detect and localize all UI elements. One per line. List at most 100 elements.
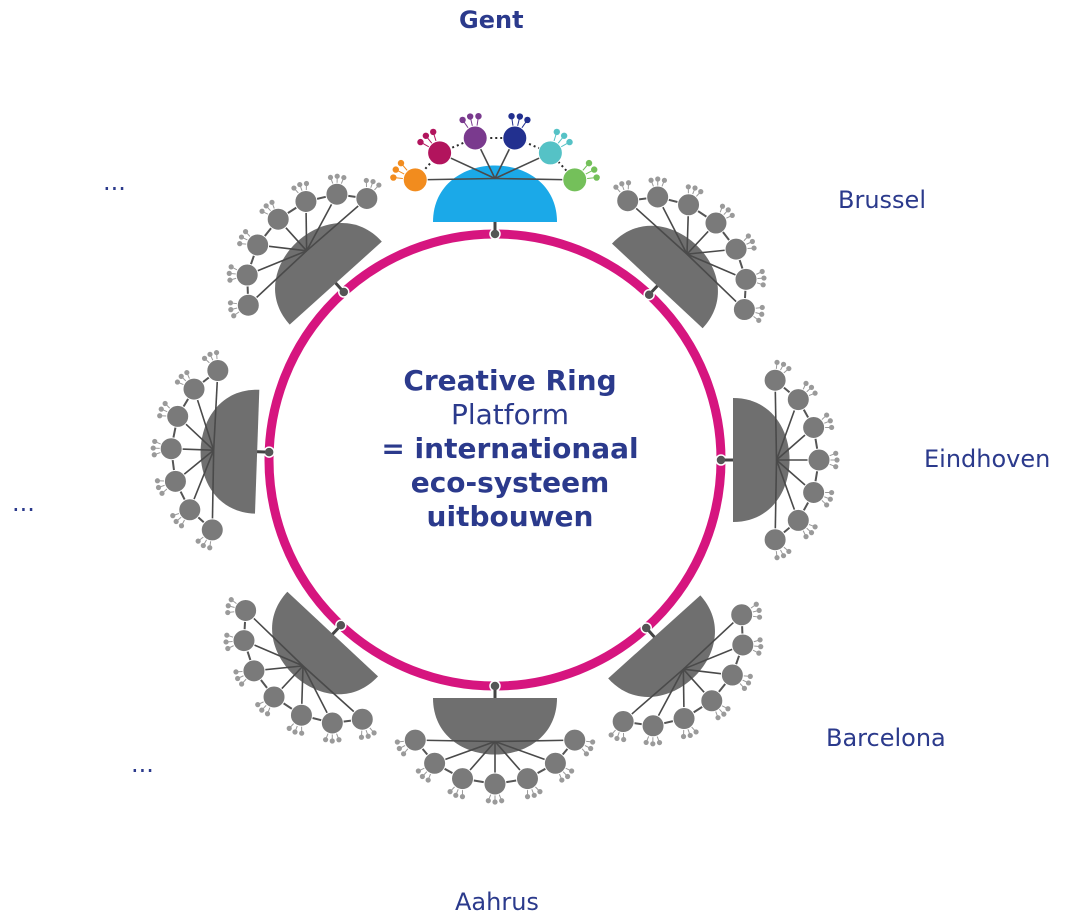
center-line-4: eco-systeem [410,466,610,499]
cluster-node-gent-1 [427,140,453,166]
leaf-dot-eindhoven-1-2 [812,390,818,396]
leaf-dot-eindhoven-3-1 [834,457,840,463]
leaf-dot-left-2-1 [155,484,162,491]
leaf-dot-aahrus-4-0 [459,794,466,800]
cluster-node-barcelona-0 [730,603,754,627]
leaf-dot-brussel-1-0 [648,177,654,183]
cluster-body-gent [433,165,557,222]
leaf-dot-gent-5-2 [593,174,600,181]
ellipsis-label-top-left: ... [103,168,126,196]
cluster-node-aahrus-2 [515,767,539,791]
leaf-dot-barcelona-6-0 [621,736,627,743]
leaf-dot-aahrus-6-2 [394,739,400,745]
leaf-dot-bottom-left-3-0 [264,711,271,717]
leaf-dot-barcelona-5-2 [643,739,649,746]
cluster-node-gent-5 [562,167,588,193]
leaf-dot-barcelona-5-1 [650,741,656,747]
spoke-gent-5 [494,177,575,181]
leaf-dot-brussel-2-2 [698,189,704,195]
leaf-dot-brussel-4-0 [745,233,751,239]
leaf-dot-bottom-left-1-1 [329,738,335,744]
cluster-node-eindhoven-1 [786,388,810,412]
leaf-dot-brussel-2-0 [685,184,691,190]
leaf-dot-top-left-1-0 [227,277,233,283]
leaf-dot-barcelona-0-1 [756,607,762,613]
leaf-dot-barcelona-3-2 [715,715,721,721]
connector-dot-top-left [338,286,350,298]
spoke-top-left-0 [247,250,308,306]
leaf-dot-aahrus-6-0 [400,751,407,757]
leaf-dot-top-left-3-1 [263,203,269,209]
cluster-node-barcelona-6 [611,710,635,734]
cluster-node-brussel-5 [734,267,758,291]
leaf-dot-brussel-3-0 [719,203,726,209]
city-label-aahrus: Aahrus [455,888,539,916]
leaf-dot-bottom-left-4-2 [233,669,239,675]
cluster-node-barcelona-4 [672,707,696,731]
spoke-aahrus-6 [415,739,496,743]
leaf-dot-gent-3-1 [516,113,524,120]
leaf-dot-top-left-4-0 [291,185,297,191]
leaf-dot-bottom-left-1-0 [336,737,342,743]
leaf-dot-eindhoven-3-0 [833,450,839,456]
leaf-dot-brussel-6-0 [759,304,765,311]
leaf-dot-gent-1-0 [417,138,424,146]
leaf-dot-bottom-left-4-0 [239,681,245,687]
leaf-dot-gent-5-1 [591,166,598,173]
cluster-node-left-1 [178,498,202,522]
cluster-node-aahrus-1 [543,751,567,775]
leaf-dot-eindhoven-5-2 [803,534,809,540]
leaf-dot-gent-0-1 [392,166,399,173]
leaf-dot-aahrus-0-2 [583,751,590,757]
spoke-bottom-left-6 [245,609,304,667]
cluster-node-bottom-left-4 [242,659,266,683]
leaf-dot-bottom-left-6-1 [225,603,231,609]
leaf-dot-aahrus-0-0 [590,739,596,745]
connector-dot-eindhoven [715,454,727,466]
leaf-dot-top-left-2-0 [237,241,243,247]
center-line-3: = internationaal [381,432,639,465]
leaf-dot-top-left-0-2 [227,300,234,306]
leaf-dot-brussel-5-0 [759,268,765,275]
cluster-node-brussel-0 [616,189,640,213]
leaf-dot-left-4-1 [158,406,164,412]
leaf-dot-left-3-2 [152,438,158,445]
leaf-dot-left-2-0 [159,490,165,496]
leaf-dot-barcelona-3-0 [725,706,731,712]
leaf-dot-brussel-5-2 [760,282,766,288]
connector-dot-left [263,446,275,458]
leaf-dot-top-left-0-1 [228,307,234,313]
cluster-node-top-left-4 [294,189,318,213]
cluster-node-left-4 [166,404,190,428]
leaf-dot-barcelona-0-0 [753,601,759,607]
spoke-gent-0 [415,177,496,181]
connector-dot-brussel [643,288,655,301]
cluster-body-left [200,389,260,514]
leaf-dot-left-0-0 [207,545,213,551]
leaf-dot-barcelona-1-0 [757,637,763,643]
leaf-dot-left-5-2 [184,369,190,376]
leaf-dot-barcelona-2-1 [745,680,752,686]
leaf-dot-top-left-3-2 [269,199,275,205]
leaf-dot-barcelona-1-2 [756,650,762,656]
cluster-body-barcelona [608,595,715,697]
leaf-dot-left-6-1 [207,351,213,357]
leaf-dot-aahrus-3-1 [492,799,498,805]
leaf-dot-left-2-2 [154,478,161,484]
leaf-dot-bottom-left-2-1 [292,729,298,735]
leaf-dot-top-left-6-2 [376,182,382,188]
leaf-dot-barcelona-4-1 [687,732,693,739]
leaf-dot-top-left-5-2 [341,174,347,181]
leaf-dot-brussel-3-2 [729,212,735,218]
leaf-dot-bottom-left-3-1 [259,707,265,713]
leaf-dot-top-left-0-0 [231,313,237,319]
cluster-node-bottom-left-1 [320,711,344,735]
city-label-gent: Gent [459,6,524,34]
cluster-node-left-3 [159,437,183,461]
leaf-dot-eindhoven-1-1 [808,384,815,390]
leaf-dot-gent-4-1 [560,132,568,139]
leaf-dot-eindhoven-0-2 [786,365,792,372]
leaf-dot-barcelona-4-2 [680,733,687,740]
leaf-dot-aahrus-1-2 [559,777,565,783]
